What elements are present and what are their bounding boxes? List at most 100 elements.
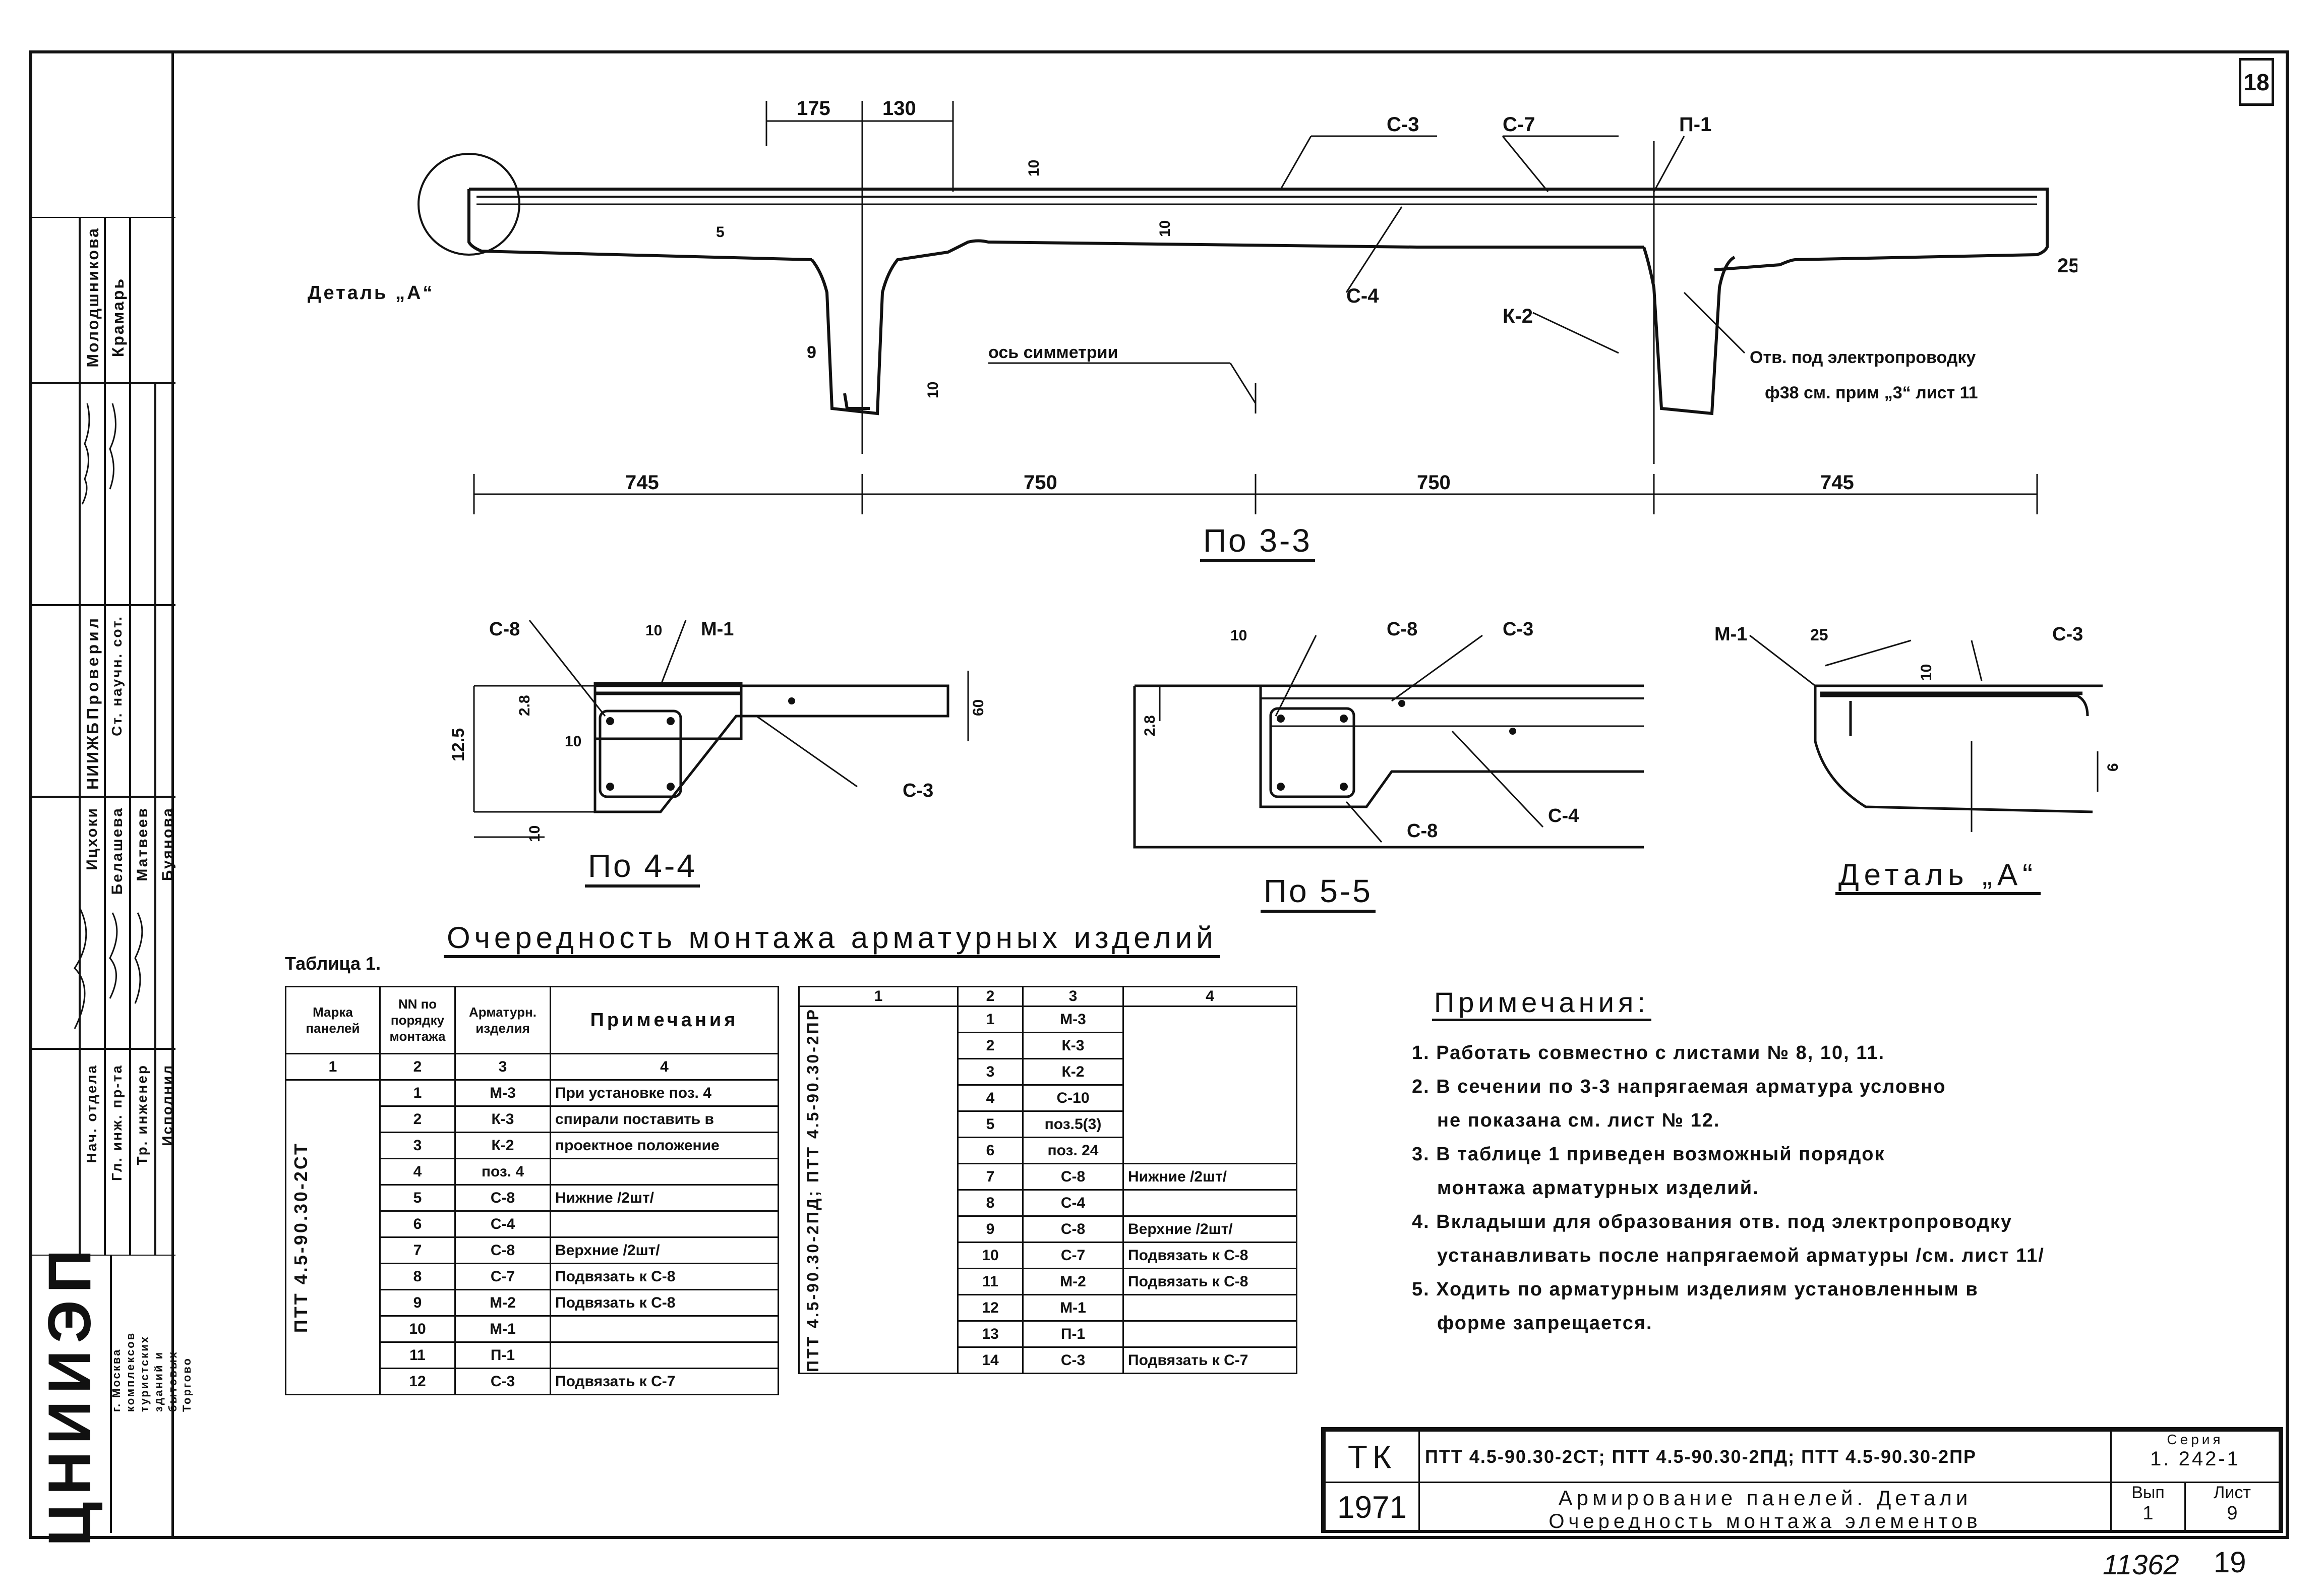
- tk-label: ТК: [1347, 1438, 1397, 1475]
- row-n: 6: [957, 1137, 1024, 1164]
- detail-a-drawing: М-1 С-3 25 10 6: [1714, 624, 2121, 832]
- row-item: П-1: [1022, 1320, 1124, 1348]
- title-cell: Армирование панелей. Детали Очередность …: [1418, 1482, 2112, 1533]
- row-item: С-3: [454, 1368, 551, 1395]
- row-n: 11: [379, 1341, 456, 1369]
- org-logo: ЦНИИЭП: [29, 1243, 112, 1546]
- s44-dim-10-mid: 10: [565, 733, 581, 750]
- row-note: Верхние /2шт/: [550, 1236, 779, 1264]
- row-n: 8: [957, 1189, 1024, 1217]
- row-note: проектное положение: [550, 1132, 779, 1159]
- row-item: К-3: [454, 1105, 551, 1133]
- row-n: 12: [957, 1294, 1024, 1322]
- note-line: форме запрещается.: [1437, 1313, 1653, 1334]
- row-n: 12: [379, 1368, 456, 1395]
- s55-dim-2-8: 2.8: [1142, 715, 1158, 736]
- row-n: 2: [379, 1105, 456, 1133]
- row-item: К-3: [1022, 1032, 1124, 1059]
- row-item: М-2: [1022, 1268, 1124, 1295]
- colnum: 1: [798, 986, 959, 1007]
- assembly-table-2: 1 2 3 4 ПТТ 4.5-90.30-2ПД; ПТТ 4.5-90.30…: [798, 986, 1297, 1374]
- row-n: 8: [379, 1263, 456, 1290]
- vyp-cell: Вып 1: [2110, 1482, 2186, 1533]
- table-header-row: Марка панелей NN по порядку монтажа Арма…: [285, 986, 779, 1054]
- row-note: [550, 1158, 779, 1186]
- org-text-line: г. Москва: [110, 1348, 123, 1412]
- section-5-5-drawing: 10 2.8 С-8 С-3 С-4 С-8: [1133, 620, 1644, 849]
- row-n: 9: [379, 1289, 456, 1317]
- row-item: поз. 24: [1022, 1137, 1124, 1164]
- table-colnum-row: 1 2 3 4: [285, 1053, 779, 1081]
- row-n: 5: [379, 1184, 456, 1212]
- row-note: При установке поз. 4: [550, 1079, 779, 1107]
- da-dim-6: 6: [2105, 763, 2121, 772]
- s55-label-c3: С-3: [1503, 620, 1533, 640]
- note-line: 1. Работать совместно с листами № 8, 10,…: [1412, 1042, 1885, 1063]
- row-note: Подвязать к С-8: [550, 1289, 779, 1317]
- row-item: С-7: [1022, 1242, 1124, 1269]
- colnum: 4: [550, 1053, 779, 1081]
- side-stamp: ЦНИИЭП Торгово бытовых зданий и туристск…: [29, 217, 193, 1546]
- detail-a-title: Деталь „А“: [1835, 857, 2041, 895]
- series-label: Серия: [2167, 1432, 2224, 1447]
- da-label-c3: С-3: [2052, 624, 2083, 645]
- row-n: 1: [957, 1006, 1024, 1033]
- row-item: С-3: [1022, 1346, 1124, 1374]
- label-hole-1: Отв. под электропроводку: [1750, 348, 1976, 367]
- role-ispolnil: Исполнил: [159, 1064, 175, 1146]
- sheet-number: 18: [2243, 69, 2270, 95]
- s55-dim-10: 10: [1230, 627, 1247, 644]
- colnum: 3: [1022, 986, 1124, 1007]
- title-line-1: Армирование панелей. Детали: [1558, 1486, 1972, 1510]
- row-item: П-1: [454, 1341, 551, 1369]
- year-cell: 1971: [1324, 1482, 1420, 1533]
- dim-10-a: 10: [1026, 160, 1042, 176]
- bottom-number-left: 11362: [2103, 1549, 2179, 1580]
- row-item: С-4: [1022, 1189, 1124, 1217]
- dim-130: 130: [882, 97, 916, 120]
- note-line: 3. В таблице 1 приведен возможный порядо…: [1412, 1144, 1885, 1165]
- s44-dim-10-top: 10: [645, 622, 662, 639]
- row-n: 4: [379, 1158, 456, 1186]
- name-kramar: Крамарь: [109, 277, 127, 358]
- assembly-table-1: Марка панелей NN по порядку монтажа Арма…: [285, 986, 779, 1395]
- label-c3: С-3: [1387, 113, 1419, 136]
- row-note: Подвязать к С-8: [1122, 1242, 1297, 1269]
- colnum: 3: [454, 1053, 551, 1081]
- colnum: 4: [1122, 986, 1297, 1007]
- row-item: М-2: [454, 1289, 551, 1317]
- row-note: Подвязать к С-7: [1122, 1346, 1297, 1374]
- table-title: Очередность монтажа арматурных изделий: [444, 920, 1220, 958]
- bottom-number-right: 19: [2214, 1546, 2246, 1579]
- row-n: 10: [957, 1242, 1024, 1269]
- section-4-4-title: По 4-4: [585, 847, 700, 888]
- row-item: С-8: [1022, 1215, 1124, 1243]
- row-note: спирали поставить в: [550, 1105, 779, 1133]
- s44-label-c8: С-8: [489, 620, 520, 640]
- org-text-block: Торгово бытовых зданий и туристских комп…: [110, 1246, 193, 1412]
- row-note: [550, 1341, 779, 1369]
- org-text-line: туристских: [138, 1335, 151, 1412]
- list-value: 9: [2227, 1503, 2238, 1524]
- dim-25: 25: [2057, 255, 2077, 277]
- s44-dim-60: 60: [970, 699, 987, 716]
- row-item: С-10: [1022, 1084, 1124, 1112]
- title-block: ТК 1971 ПТТ 4.5-90.30-2СТ; ПТТ 4.5-90.30…: [1321, 1427, 2283, 1533]
- row-item: М-3: [1022, 1006, 1124, 1033]
- panel-mark: ПТТ 4.5-90.30-2ПД; ПТТ 4.5-90.30-2ПР: [804, 1008, 822, 1372]
- table-colnum-row: 1 2 3 4: [798, 986, 1297, 1007]
- panel-mark-cell: ПТТ 4.5-90.30-2СТ: [285, 1079, 381, 1395]
- section-5-5-title: По 5-5: [1261, 872, 1376, 913]
- note-line: 4. Вкладыши для образования отв. под эле…: [1412, 1211, 2013, 1232]
- label-axis: ось симметрии: [988, 343, 1118, 362]
- row-note: Подвязать к С-8: [1122, 1268, 1297, 1295]
